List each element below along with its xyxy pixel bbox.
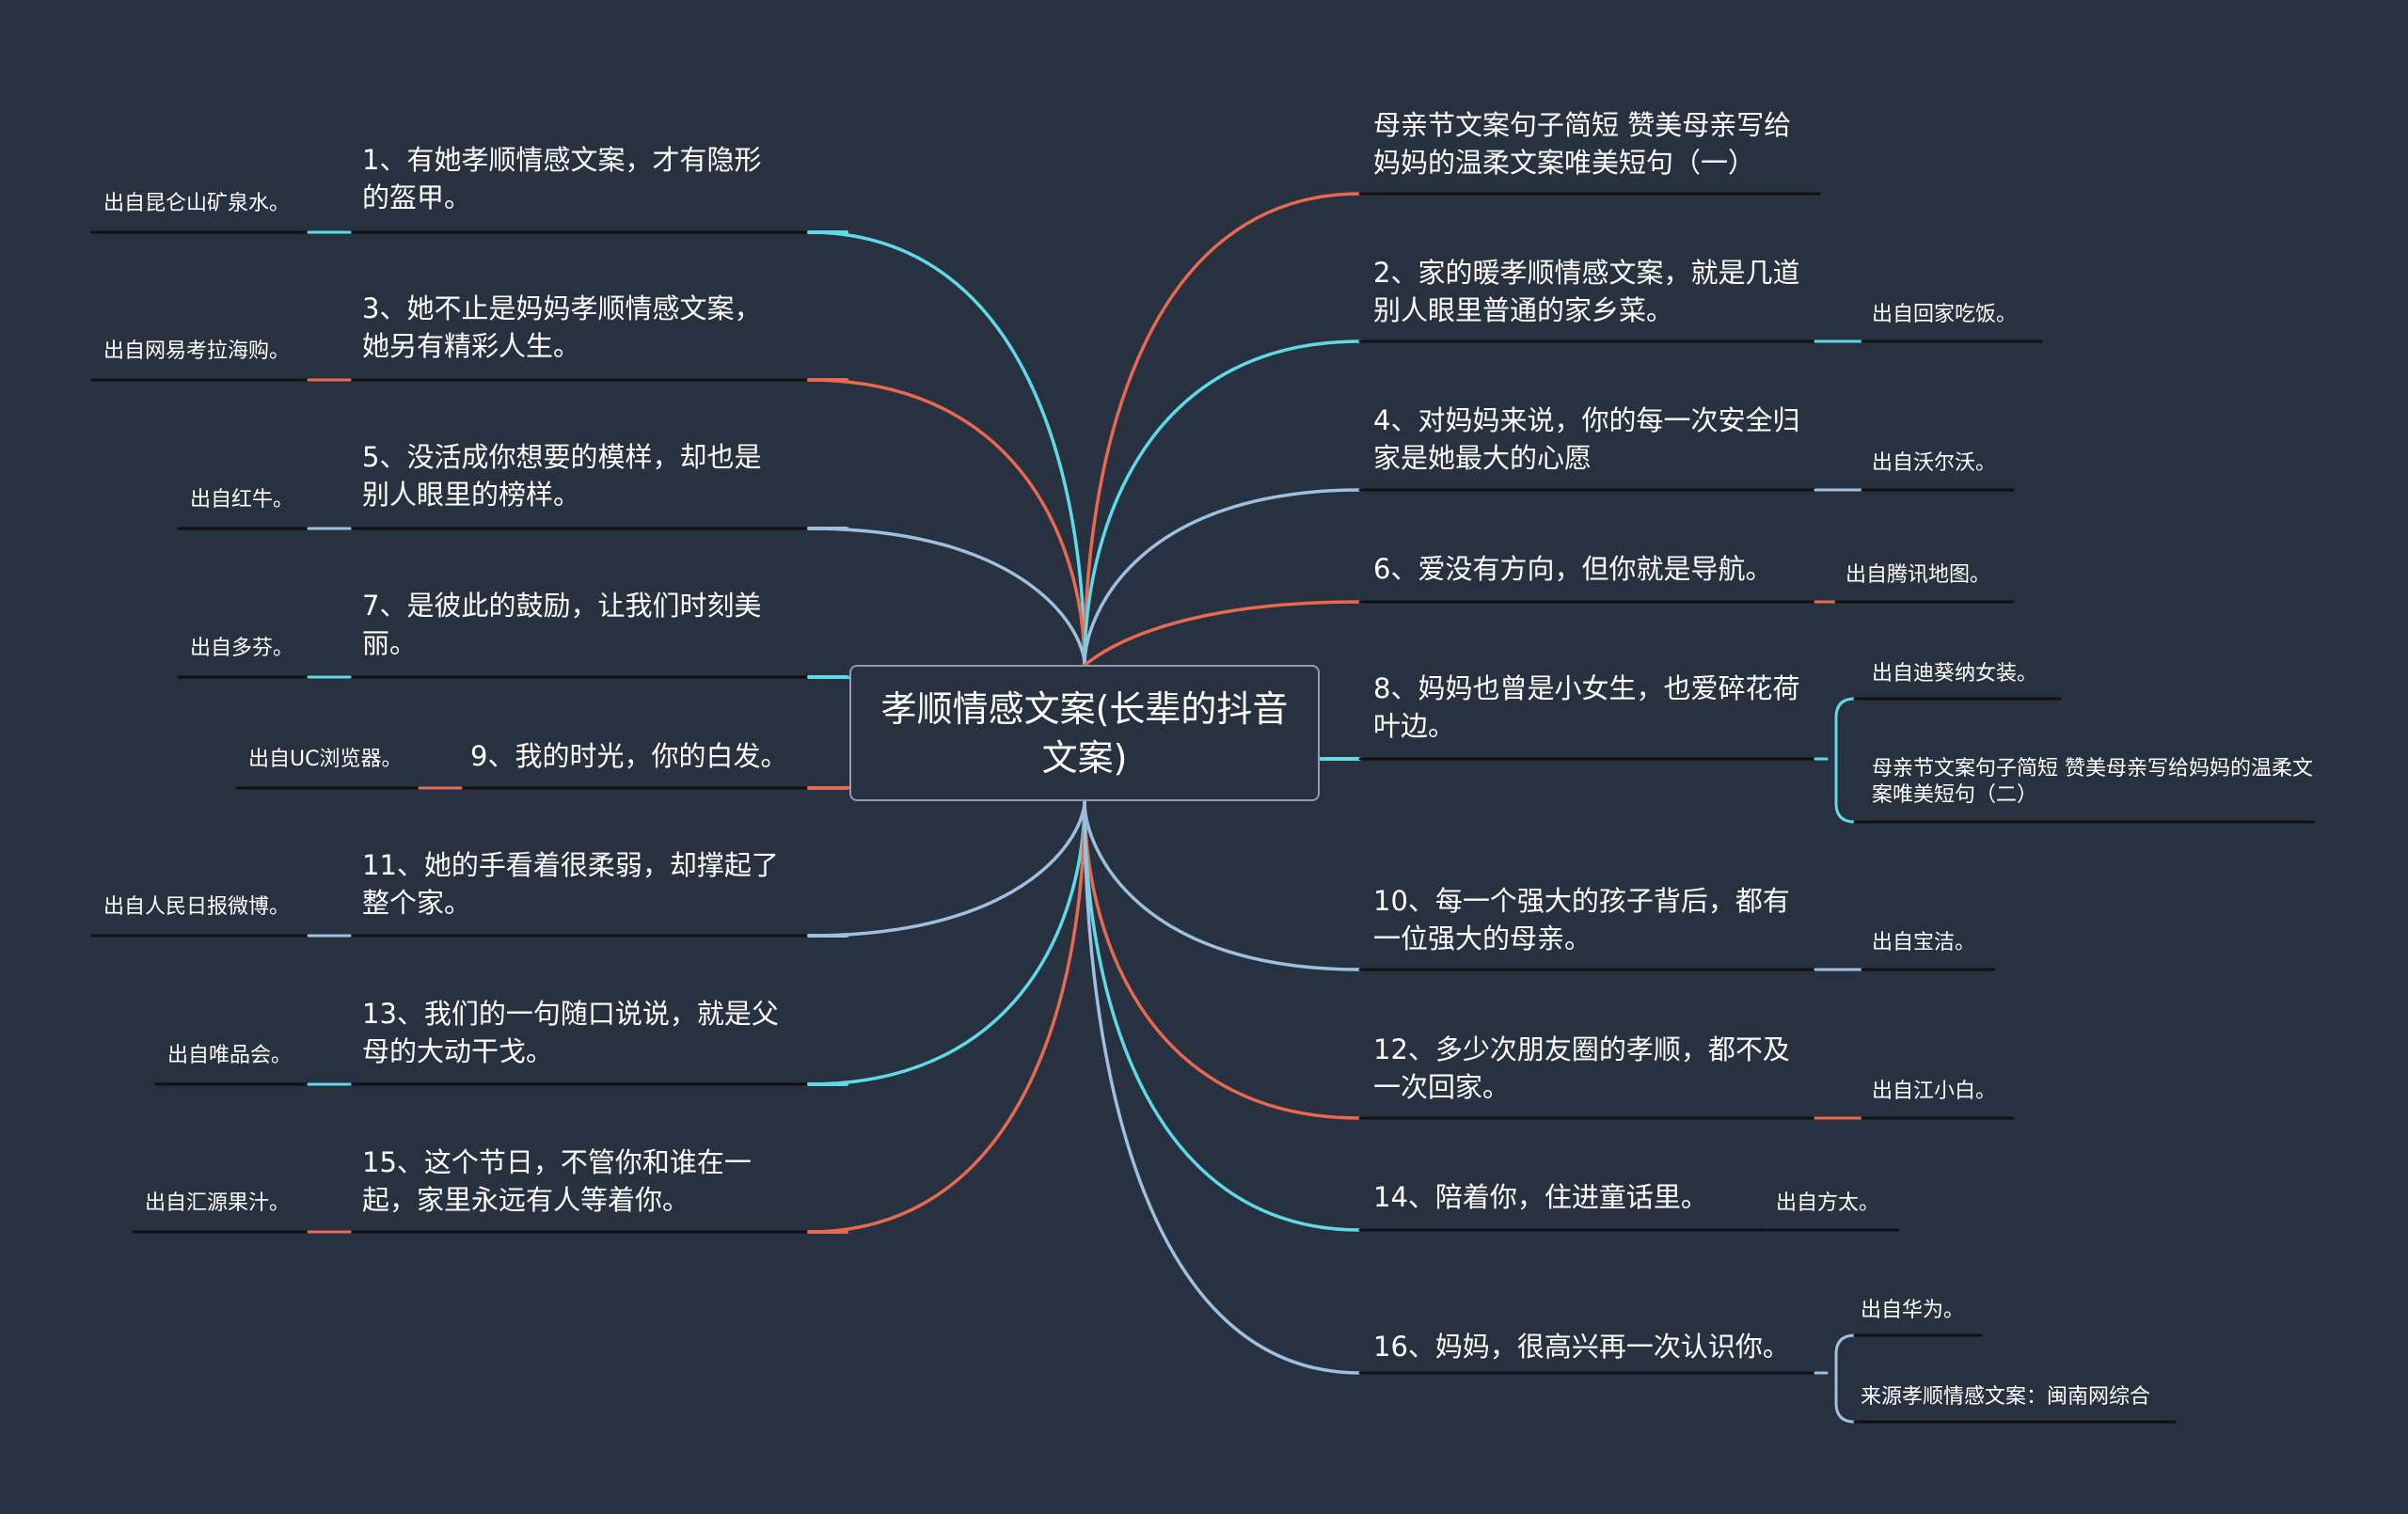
- topic-text[interactable]: 6、爱没有方向，但你就是导航。: [1373, 553, 1773, 585]
- source-text[interactable]: 出自汇源果汁。: [145, 1191, 291, 1215]
- source-text[interactable]: 来源孝顺情感文案：闽南网综合: [1861, 1385, 2151, 1409]
- source-text[interactable]: 出自宝洁。: [1872, 931, 1976, 954]
- branch-connector: [807, 230, 1086, 667]
- source-text[interactable]: 出自回家吃饭。: [1872, 303, 2018, 326]
- source-text[interactable]: 出自华为。: [1861, 1299, 1965, 1322]
- branch-connector: [1083, 488, 1362, 667]
- branch-connector: [807, 378, 1086, 667]
- topic-text[interactable]: 7、是彼此的鼓励，让我们时刻美丽。: [362, 590, 762, 659]
- topic-text[interactable]: 母亲节文案句子简短 赞美母亲写给妈妈的温柔文案唯美短句（一）: [1373, 109, 1792, 179]
- branch-connector: [807, 799, 1086, 1086]
- topic-text[interactable]: 12、多少次朋友圈的孝顺，都不及一次回家。: [1373, 1033, 1790, 1103]
- branch-connector: [1083, 192, 1362, 667]
- topic-text[interactable]: 2、家的暖孝顺情感文案，就是几道别人眼里普通的家乡菜。: [1373, 257, 1800, 326]
- branch-connector: [1083, 799, 1362, 1232]
- topic-text[interactable]: 13、我们的一句随口说说，就是父母的大动干戈。: [362, 998, 779, 1067]
- source-text[interactable]: 出自UC浏览器。: [248, 748, 403, 771]
- branch-connector: [1083, 600, 1362, 667]
- topic-text[interactable]: 10、每一个强大的孩子背后，都有一位强大的母亲。: [1373, 885, 1790, 954]
- topic-text[interactable]: 15、这个节日，不管你和谁在一起，家里永远有人等着你。: [362, 1146, 752, 1216]
- topic-text[interactable]: 4、对妈妈来说，你的每一次安全归家是她最大的心愿: [1373, 404, 1800, 474]
- branch-connector: [807, 799, 1086, 938]
- source-text[interactable]: 出自红牛。: [190, 488, 294, 512]
- source-text[interactable]: 出自方太。: [1776, 1191, 1880, 1215]
- source-bracket: [1834, 697, 1857, 824]
- topic-text[interactable]: 11、她的手看着很柔弱，却撑起了整个家。: [362, 849, 779, 919]
- source-text[interactable]: 出自唯品会。: [167, 1044, 293, 1067]
- source-text[interactable]: 母亲节文案句子简短 赞美母亲写给妈妈的温柔文案唯美短句（二）: [1872, 757, 2313, 807]
- branch-connector: [1083, 799, 1362, 971]
- topic-text[interactable]: 9、我的时光，你的白发。: [470, 740, 788, 772]
- source-text[interactable]: 出自多芬。: [190, 637, 294, 660]
- branch-connector: [807, 527, 1086, 667]
- branch-connector: [1083, 799, 1362, 1120]
- source-text[interactable]: 出自沃尔沃。: [1872, 451, 1997, 475]
- topic-text[interactable]: 16、妈妈，很高兴再一次认识你。: [1373, 1331, 1790, 1363]
- source-bracket: [1834, 1333, 1857, 1424]
- topic-text[interactable]: 8、妈妈也曾是小女生，也爱碎花荷叶边。: [1373, 672, 1800, 742]
- topic-text[interactable]: 1、有她孝顺情感文案，才有隐形的盔甲。: [362, 144, 762, 213]
- topic-text[interactable]: 14、陪着你，住进童话里。: [1373, 1181, 1708, 1213]
- source-text[interactable]: 出自迪葵纳女装。: [1872, 662, 2038, 686]
- branch-connector: [1083, 339, 1362, 667]
- source-text[interactable]: 出自江小白。: [1872, 1080, 1997, 1103]
- branch-connector: [807, 799, 1086, 1234]
- source-text[interactable]: 出自人民日报微博。: [103, 895, 291, 919]
- branch-connector: [1083, 799, 1362, 1375]
- central-topic[interactable]: 孝顺情感文案(长辈的抖音文案): [849, 665, 1320, 801]
- source-text[interactable]: 出自腾讯地图。: [1846, 563, 1991, 587]
- topic-text[interactable]: 3、她不止是妈妈孝顺情感文案，她另有精彩人生。: [362, 292, 762, 362]
- source-text[interactable]: 出自网易考拉海购。: [103, 339, 291, 363]
- topic-text[interactable]: 5、没活成你想要的模样，却也是别人眼里的榜样。: [362, 441, 762, 511]
- source-text[interactable]: 出自昆仑山矿泉水。: [103, 192, 291, 215]
